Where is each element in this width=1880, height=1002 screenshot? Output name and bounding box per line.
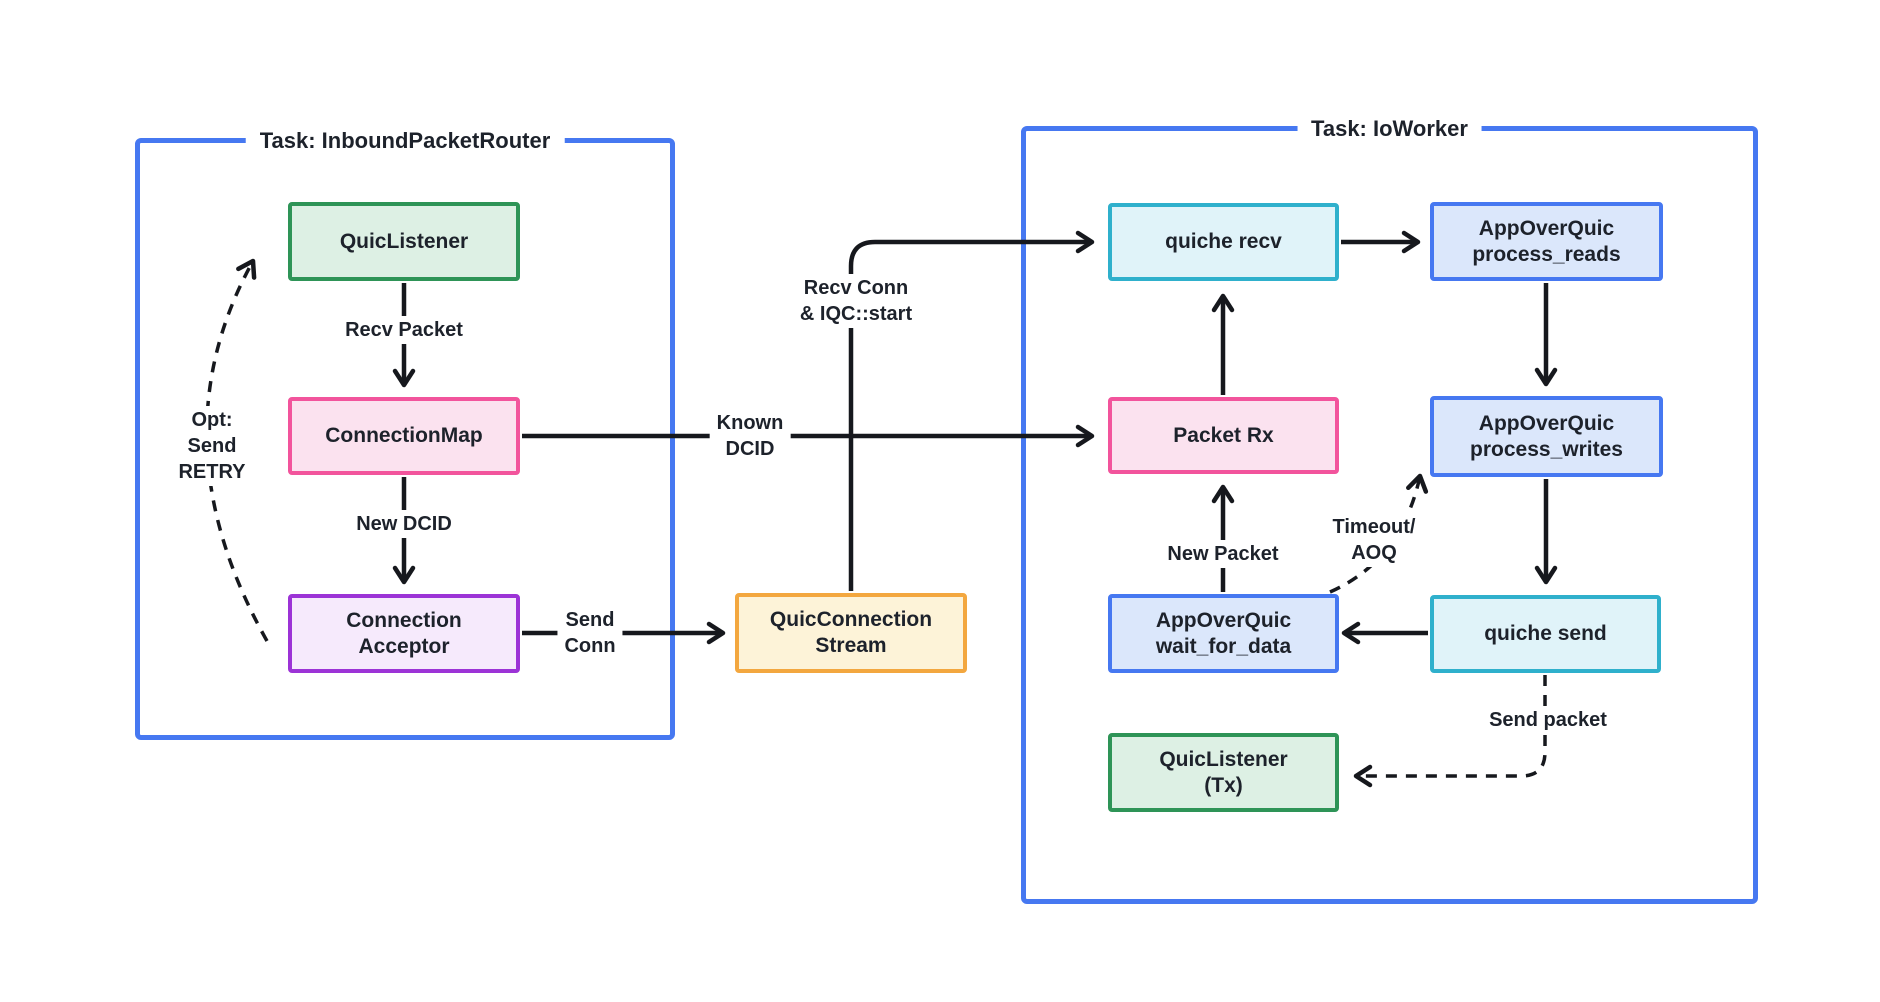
edge-label-new-packet: New Packet (1160, 540, 1286, 568)
edge-label-opt-send-retry: Opt: Send RETRY (171, 406, 253, 486)
edge-label-recv-conn-iqc-start: Recv Conn & IQC::start (792, 274, 920, 328)
node-packet-rx: Packet Rx (1108, 397, 1339, 474)
node-appoverquic-wait-for-data: AppOverQuic wait_for_data (1108, 594, 1339, 673)
task-inbound-title: Task: InboundPacketRouter (245, 127, 565, 154)
node-appoverquic-process-writes: AppOverQuic process_writes (1430, 396, 1663, 477)
task-io-worker-title: Task: IoWorker (1297, 115, 1482, 142)
node-quiche-send: quiche send (1430, 595, 1661, 673)
node-quic-listener-tx: QuicListener (Tx) (1108, 733, 1339, 812)
task-io-worker: Task: IoWorker (1021, 115, 1758, 904)
node-quiche-recv: quiche recv (1108, 203, 1339, 281)
edge-label-recv-packet: Recv Packet (338, 316, 470, 344)
edge-label-new-dcid: New DCID (349, 510, 459, 538)
node-quic-listener: QuicListener (288, 202, 520, 281)
edge-label-known-dcid: Known DCID (709, 409, 791, 463)
node-connection-map: ConnectionMap (288, 397, 520, 475)
task-inbound-packet-router: Task: InboundPacketRouter (135, 127, 675, 740)
edge-label-send-conn: Send Conn (557, 606, 623, 660)
edge-label-send-packet: Send packet (1482, 706, 1614, 734)
node-appoverquic-process-reads: AppOverQuic process_reads (1430, 202, 1663, 281)
edge-recv-conn-iqc-start (848, 230, 1095, 591)
node-connection-acceptor: Connection Acceptor (288, 594, 520, 673)
node-quic-connection-stream: QuicConnection Stream (735, 593, 967, 673)
edge-label-timeout-aoq: Timeout/ AOQ (1325, 513, 1423, 567)
